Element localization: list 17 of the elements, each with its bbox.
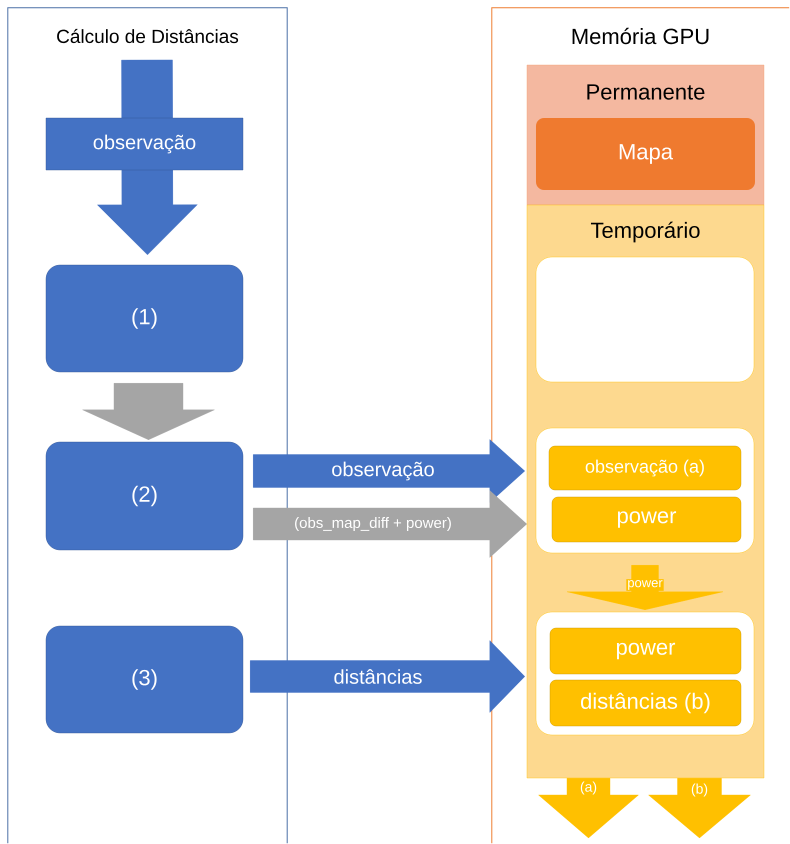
- edge-label: observação: [46, 118, 244, 170]
- process-box: (3): [46, 626, 244, 734]
- block-arrow: [538, 778, 639, 838]
- edge-label: observação: [330, 460, 436, 482]
- buffer-box: observação (a): [548, 446, 742, 490]
- map-box: Mapa: [536, 118, 755, 190]
- block-arrow: [82, 383, 215, 440]
- process-box: (2): [46, 442, 244, 550]
- process-box: (1): [46, 264, 244, 372]
- buffer-box: power: [550, 628, 742, 674]
- buffer-box: power: [552, 496, 742, 542]
- edge-label: power: [626, 579, 664, 591]
- edge-label: (obs_map_diff + power): [293, 516, 453, 532]
- edge-label: distâncias: [332, 668, 424, 685]
- memory-box: [536, 256, 754, 382]
- block-arrow: [648, 778, 751, 838]
- buffer-box: distâncias (b): [550, 680, 742, 726]
